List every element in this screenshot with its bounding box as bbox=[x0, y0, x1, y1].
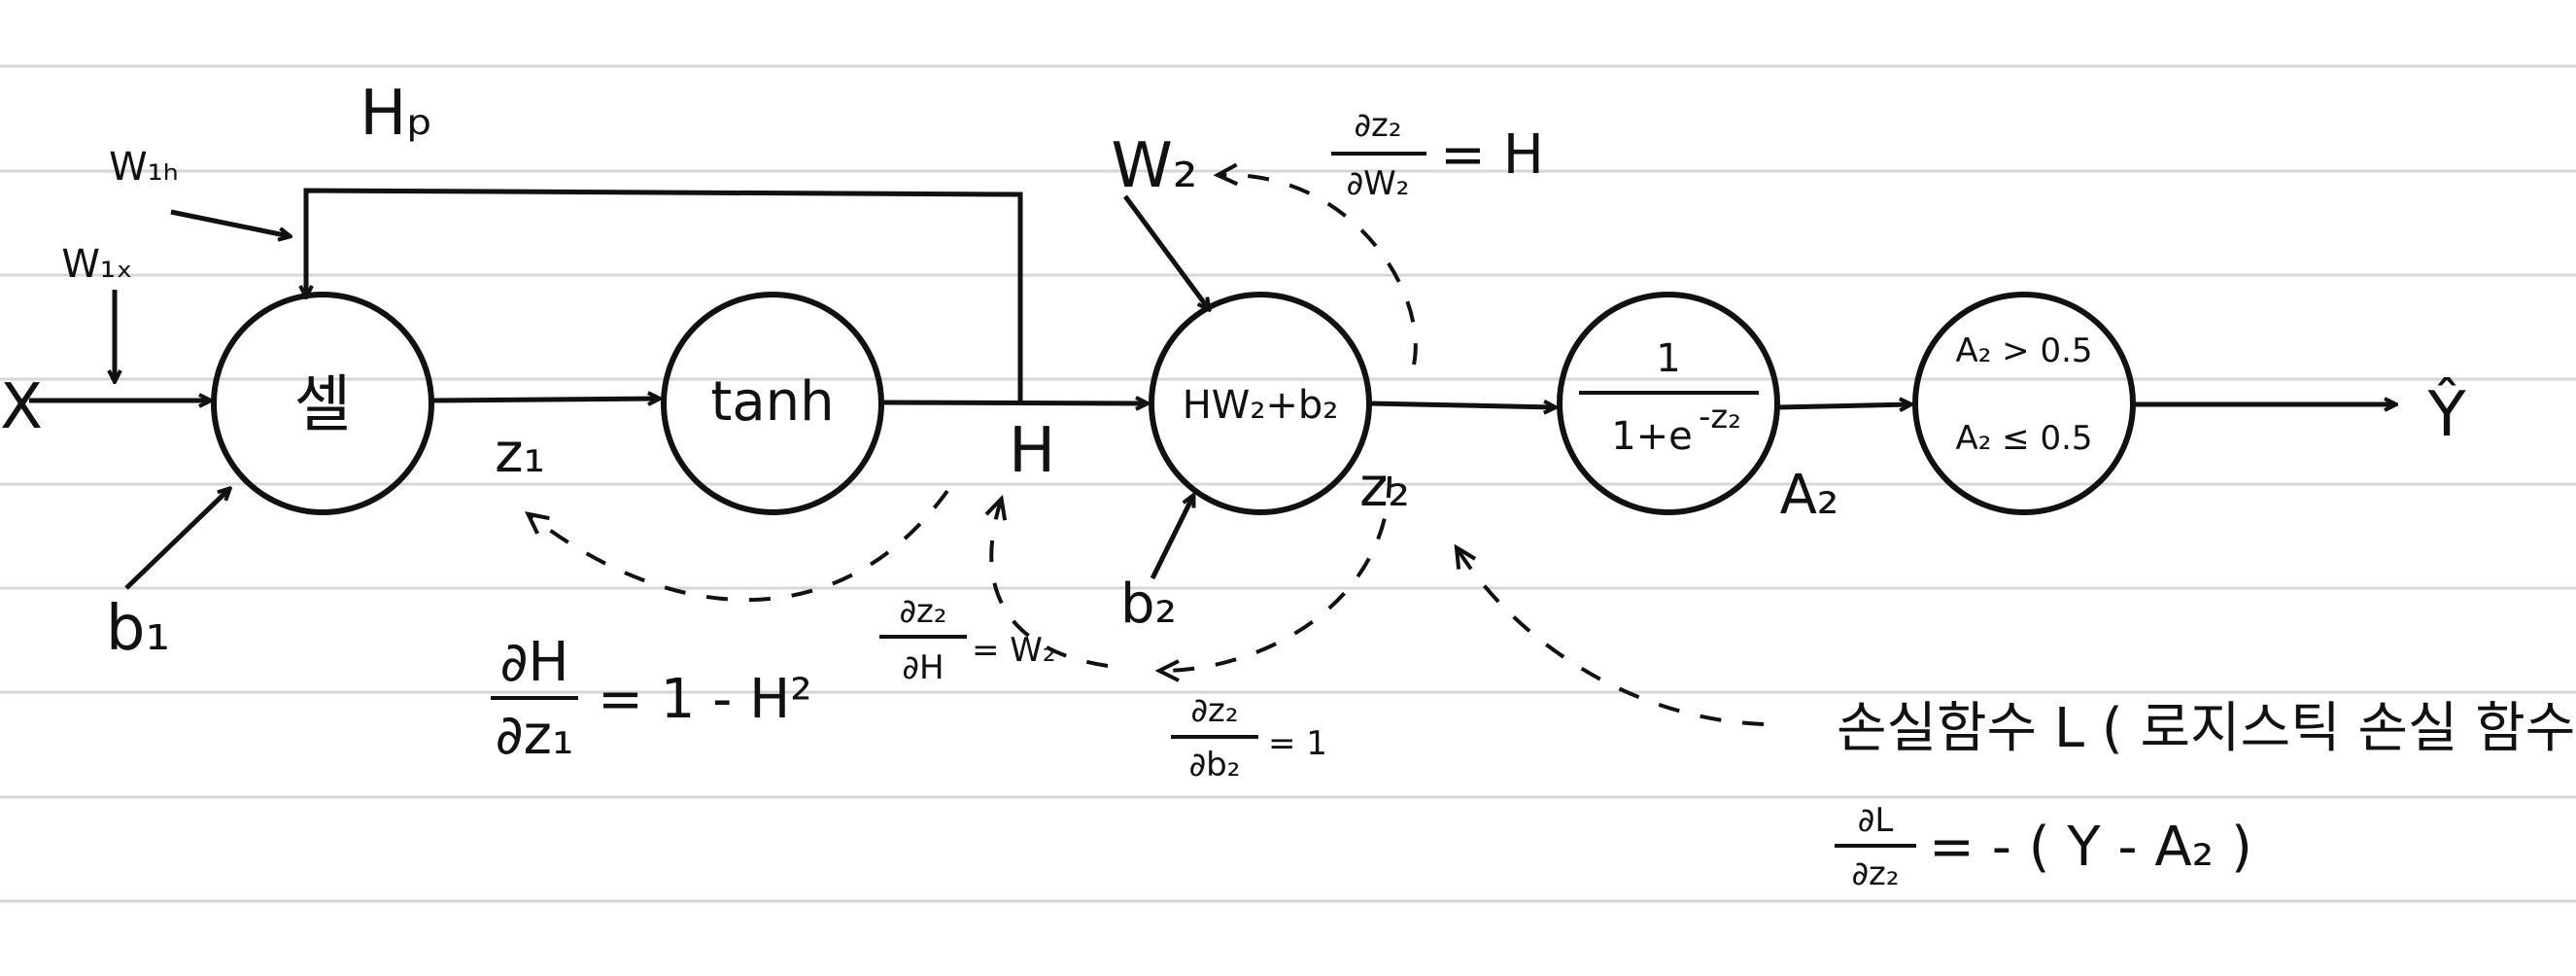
label-z1: z₁ bbox=[495, 422, 545, 485]
node-threshold-bottom: A₂ ≤ 0.5 bbox=[1955, 419, 2092, 458]
formula-numerator: ∂H bbox=[499, 631, 568, 694]
label-w1x: W₁ₓ bbox=[61, 242, 132, 287]
label-x: X bbox=[0, 371, 43, 443]
label-a2: A₂ bbox=[1780, 464, 1839, 527]
edge-recurrent-hidden bbox=[306, 188, 1023, 402]
formula-rhs: = 1 - H² bbox=[598, 668, 812, 731]
label-w1h: W₁ₕ bbox=[109, 145, 179, 190]
label-yhat: Ŷ bbox=[2426, 377, 2466, 451]
formula-denominator: ∂W₂ bbox=[1347, 164, 1410, 203]
edge-sigmoid-to-threshold bbox=[1776, 404, 1910, 407]
formula-dz2-dw2: ∂z₂ ∂W₂ = H bbox=[1331, 106, 1544, 203]
edge-linear-to-sigmoid bbox=[1368, 403, 1555, 407]
loss-function-label: 손실함수 L ( 로지스틱 손실 함수 ) bbox=[1837, 697, 2576, 760]
formula-dz2-db2: ∂z₂ ∂b₂ = 1 bbox=[1171, 691, 1327, 784]
edge-b1-to-cell bbox=[124, 489, 229, 590]
formula-dl-dz2: ∂L ∂z₂ = - ( Y - A₂ ) bbox=[1835, 801, 2252, 893]
node-threshold: A₂ > 0.5 A₂ ≤ 0.5 bbox=[1912, 292, 2136, 515]
grad-path-to-z1 bbox=[530, 489, 949, 602]
node-cell: 셀 bbox=[211, 292, 434, 515]
loss-function: 손실함수 L ( 로지스틱 손실 함수 ) bbox=[1837, 697, 2576, 760]
label-b2: b₂ bbox=[1120, 573, 1177, 636]
edge-tanh-to-linear bbox=[880, 402, 1147, 403]
node-sigmoid-numerator: 1 bbox=[1656, 336, 1680, 381]
node-sigmoid-exponent: -z₂ bbox=[1699, 398, 1741, 436]
formula-denominator: ∂b₂ bbox=[1189, 746, 1241, 784]
label-z2: z₂ bbox=[1359, 456, 1410, 519]
label-w2: W₂ bbox=[1112, 130, 1198, 202]
node-linear-label: HW₂+b₂ bbox=[1183, 383, 1339, 428]
node-tanh: tanh bbox=[661, 292, 884, 515]
formula-rhs: = H bbox=[1440, 123, 1544, 187]
formula-rhs: = - ( Y - A₂ ) bbox=[1929, 816, 2252, 879]
formula-rhs: = 1 bbox=[1268, 724, 1327, 763]
node-sigmoid-denominator: 1+e bbox=[1611, 414, 1693, 459]
formula-dh-dz1: ∂H ∂z₁ = 1 - H² bbox=[491, 631, 812, 767]
edge-b2-to-linear bbox=[1150, 496, 1193, 580]
grad-path-to-b2 bbox=[1161, 475, 1391, 671]
formula-numerator: ∂z₂ bbox=[1190, 691, 1238, 730]
forward-edges bbox=[29, 188, 2395, 590]
formula-denominator: ∂H bbox=[902, 648, 944, 687]
backward-edges bbox=[530, 175, 1765, 726]
edge-w2-to-linear bbox=[1122, 194, 1209, 309]
formula-numerator: ∂L bbox=[1858, 801, 1894, 840]
formula-numerator: ∂z₂ bbox=[899, 592, 946, 631]
formula-denominator: ∂z₁ bbox=[496, 704, 574, 767]
formula-rhs: = W₂ bbox=[972, 631, 1056, 670]
variable-labels: X W₁ₓ W₁ₕ Hₚ b₁ z₁ H W₂ b₂ z₂ A₂ Ŷ bbox=[0, 78, 2466, 665]
label-h: H bbox=[1009, 415, 1055, 487]
label-hp: Hₚ bbox=[360, 78, 433, 150]
grad-path-from-loss bbox=[1458, 549, 1765, 726]
node-sigmoid: 1 1+e -z₂ bbox=[1557, 292, 1780, 515]
node-threshold-top: A₂ > 0.5 bbox=[1955, 331, 2092, 370]
edge-cell-to-tanh bbox=[430, 399, 659, 401]
formula-denominator: ∂z₂ bbox=[1851, 854, 1899, 893]
node-tanh-label: tanh bbox=[710, 370, 834, 434]
node-linear: HW₂+b₂ bbox=[1149, 292, 1372, 515]
grad-path-to-w2 bbox=[1219, 175, 1418, 366]
node-cell-label: 셀 bbox=[294, 369, 352, 441]
formula-numerator: ∂z₂ bbox=[1354, 106, 1401, 145]
formula-dz2-dh: ∂z₂ ∂H = W₂ bbox=[879, 592, 1056, 687]
edge-w1h-to-cell bbox=[170, 209, 290, 236]
label-b1: b₁ bbox=[106, 593, 170, 665]
